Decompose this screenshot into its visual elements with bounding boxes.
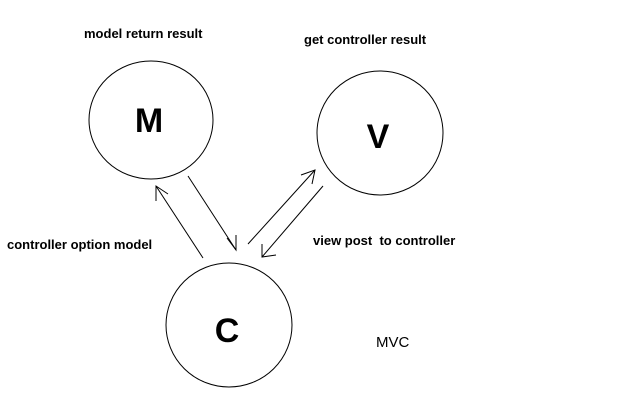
view-circle [316,70,444,196]
label-model-return-result: model return result [84,26,203,41]
view-node: V [316,70,444,196]
label-get-controller-result: get controller result [304,32,427,47]
model-node: M [88,60,214,180]
arrow-controller-to-view [247,169,316,245]
controller-node: C [165,262,293,388]
controller-circle [165,262,293,388]
diagram-caption: MVC [376,334,410,351]
arrow-model-to-controller [187,175,237,252]
label-controller-option-model: controller option model [7,237,152,252]
arrow-view-to-controller [261,185,324,258]
view-letter: V [367,118,390,156]
label-view-post-to-controller: view post to controller [313,233,455,248]
controller-letter: C [215,312,240,350]
arrow-controller-to-model [155,185,204,259]
model-circle [88,60,214,180]
model-letter: M [135,102,163,140]
